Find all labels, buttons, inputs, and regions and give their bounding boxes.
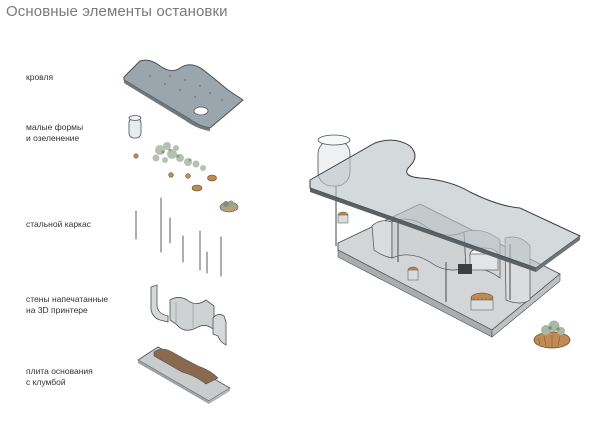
exploded-small-forms — [128, 115, 239, 213]
page-title: Основные элементы остановки — [6, 3, 228, 20]
exploded-walls — [150, 284, 227, 346]
assembled-stop — [309, 134, 581, 349]
exploded-base-slab — [137, 346, 231, 404]
exploded-roof — [123, 59, 244, 131]
label-frame: стальной каркас — [26, 219, 91, 229]
exploded-steel-frame — [135, 197, 222, 277]
label-roof: кровля — [26, 72, 54, 82]
label-walls: стены напечатанные на 3D принтере — [26, 294, 109, 315]
label-small-forms: малые формы и озеленение — [26, 122, 84, 143]
label-base: плита основания с клумбой — [26, 366, 93, 387]
